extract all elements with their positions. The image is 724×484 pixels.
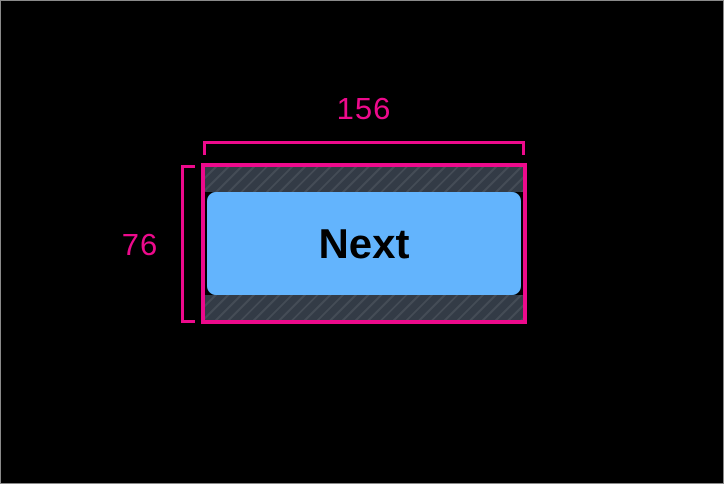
- padding-band-bottom: [205, 295, 523, 320]
- height-dimension-bracket: [181, 165, 195, 323]
- next-button-label: Next: [318, 219, 410, 267]
- padding-band-top: [205, 167, 523, 192]
- measured-element-outline: Next: [201, 163, 527, 324]
- next-button[interactable]: Next: [207, 192, 521, 295]
- width-dimension-bracket: [203, 141, 525, 155]
- height-dimension-label: 76: [121, 227, 159, 262]
- width-dimension-label: 156: [336, 91, 392, 126]
